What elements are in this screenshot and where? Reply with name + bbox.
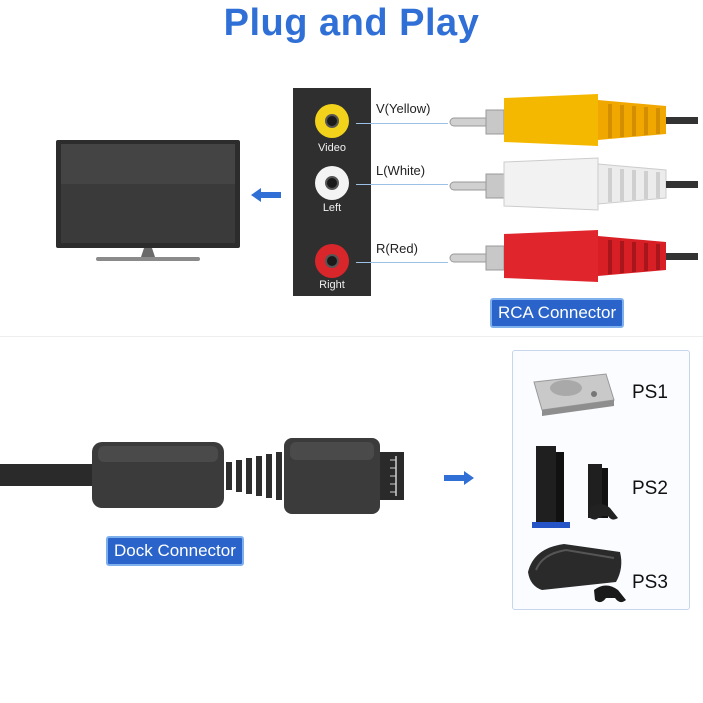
- ps1-console-icon: [533, 373, 615, 416]
- right-jack: [315, 244, 349, 278]
- dock-connector-badge: Dock Connector: [106, 536, 244, 566]
- port-label-left: L(White): [376, 163, 426, 178]
- section-divider: [0, 336, 703, 337]
- left-jack: [315, 166, 349, 200]
- arrow-left-icon: [251, 188, 281, 202]
- left-jack-label: Left: [322, 202, 342, 214]
- av-jack-panel: Video Left Right: [293, 88, 371, 296]
- video-leader-line: [356, 123, 448, 124]
- right-jack-label: Right: [319, 279, 345, 291]
- console-label-ps2: PS2: [632, 478, 668, 499]
- right-leader-line: [356, 262, 448, 263]
- rca-plug-icon: [449, 94, 698, 282]
- port-label-right: R(Red): [376, 241, 418, 256]
- console-label-ps3: PS3: [632, 572, 668, 593]
- page-title: Plug and Play: [223, 2, 480, 44]
- rca-connector-badge: RCA Connector: [490, 298, 625, 328]
- console-label-ps1: PS1: [632, 382, 668, 403]
- left-leader-line: [356, 184, 448, 185]
- arrow-right-icon: [444, 471, 474, 485]
- port-label-video: V(Yellow): [376, 101, 431, 116]
- tv-icon: [56, 140, 240, 261]
- ps3-console-icon: [528, 544, 626, 603]
- video-jack: [315, 104, 349, 138]
- video-jack-label: Video: [318, 142, 346, 154]
- ps2-console-icon: [532, 446, 618, 528]
- dock-cable-icon: [0, 438, 404, 514]
